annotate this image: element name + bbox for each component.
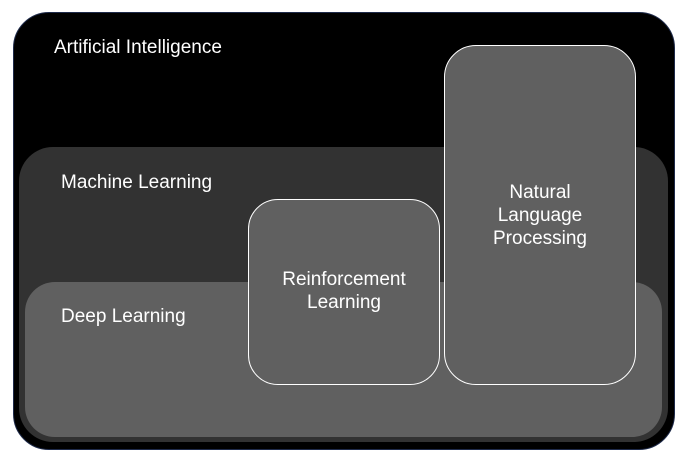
reinforcement-learning-label: Reinforcement Learning [248, 268, 440, 314]
deep-learning-label: Deep Learning [61, 306, 186, 327]
reinforcement-learning-box [248, 199, 440, 385]
nlp-line-1: Natural [509, 182, 571, 203]
reinforcement-learning-line-2: Learning [307, 292, 381, 313]
machine-learning-label: Machine Learning [61, 172, 213, 193]
artificial-intelligence-label: Artificial Intelligence [54, 37, 222, 58]
natural-language-processing-label: Natural Language Processing [444, 181, 636, 250]
reinforcement-learning-line-1: Reinforcement [282, 269, 406, 290]
natural-language-processing-box [444, 45, 636, 385]
nlp-line-2: Language [497, 205, 583, 226]
nlp-line-3: Processing [493, 228, 587, 249]
